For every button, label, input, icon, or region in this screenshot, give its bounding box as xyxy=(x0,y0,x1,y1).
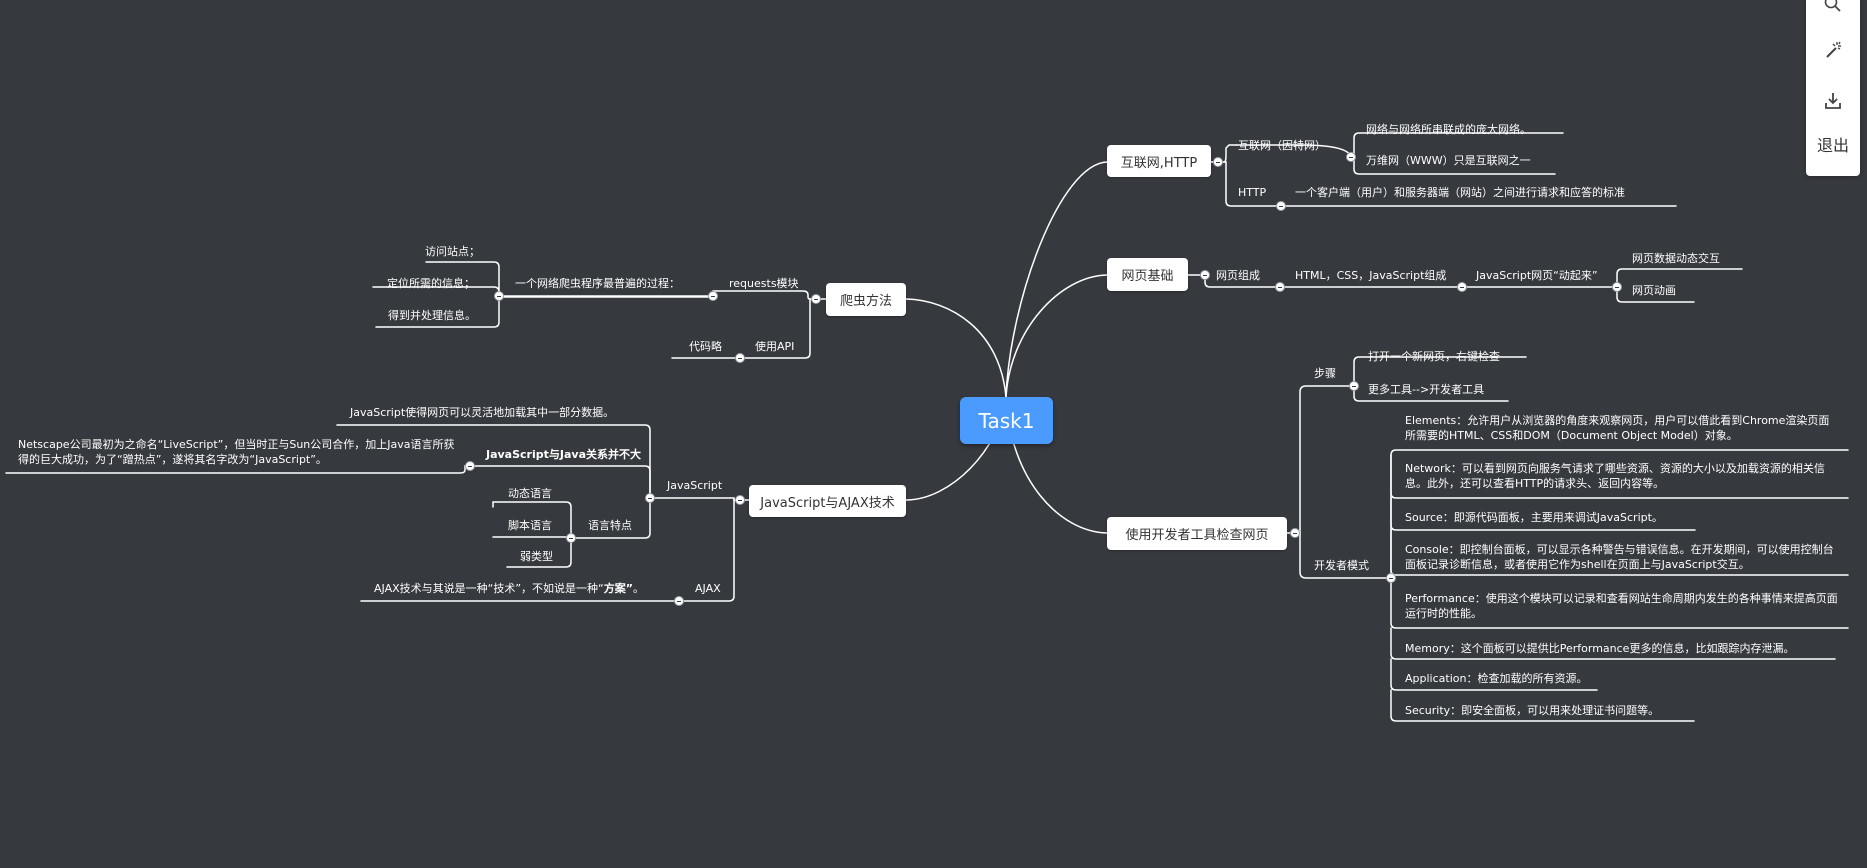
collapse-toggle[interactable] xyxy=(708,291,718,301)
node-locate-info[interactable]: 定位所需的信息； xyxy=(387,277,475,290)
zoom-icon[interactable] xyxy=(1823,0,1843,20)
node-step-2[interactable]: 更多工具-->开发者工具 xyxy=(1368,383,1485,396)
collapse-toggle[interactable] xyxy=(811,294,821,304)
node-ajax-note[interactable]: AJAX技术与其说是一种“技术”，不如说是一种“方案”。 xyxy=(374,581,644,596)
right-toolbar: 退出 xyxy=(1806,0,1860,176)
node-memory[interactable]: Memory：这个面板可以提供比Performance更多的信息，比如跟踪内存泄… xyxy=(1405,642,1795,655)
node-requests[interactable]: requests模块 xyxy=(729,277,799,290)
collapse-toggle[interactable] xyxy=(1276,201,1286,211)
node-steps[interactable]: 步骤 xyxy=(1314,367,1336,380)
branch-js-ajax[interactable]: JavaScript与AJAX技术 xyxy=(749,485,906,517)
node-crawler-process[interactable]: 一个网络爬虫程序最普遍的过程： xyxy=(515,277,680,290)
branch-web-basics[interactable]: 网页基础 xyxy=(1107,258,1188,291)
node-language-features[interactable]: 语言特点 xyxy=(588,519,632,532)
collapse-toggle[interactable] xyxy=(674,596,684,606)
collapse-toggle[interactable] xyxy=(1386,573,1396,583)
node-http[interactable]: HTTP xyxy=(1238,186,1267,199)
node-js-load[interactable]: JavaScript使得网页可以灵活地加载其中一部分数据。 xyxy=(350,406,615,419)
collapse-toggle[interactable] xyxy=(465,461,475,471)
node-security[interactable]: Security：即安全面板，可以用来处理证书问题等。 xyxy=(1405,704,1660,717)
node-html-css-js[interactable]: HTML，CSS，JavaScript组成 xyxy=(1295,269,1447,282)
branch-internet-http[interactable]: 互联网,HTTP xyxy=(1107,145,1211,177)
node-internet[interactable]: 互联网（因特网） xyxy=(1238,139,1326,152)
node-source[interactable]: Source：即源代码面板，主要用来调试JavaScript。 xyxy=(1405,511,1663,524)
exit-button[interactable]: 退出 xyxy=(1816,136,1849,155)
node-web-animation[interactable]: 网页动画 xyxy=(1632,284,1676,297)
collapse-toggle[interactable] xyxy=(1457,282,1467,292)
node-network[interactable]: Network：可以看到网页向服务气请求了哪些资源、资源的大小以及加载资源的相关… xyxy=(1405,462,1825,490)
node-elements[interactable]: Elements：允许用户从浏览器的角度来观察网页，用户可以借此看到Chrome… xyxy=(1405,414,1830,442)
collapse-toggle[interactable] xyxy=(494,291,504,301)
node-application[interactable]: Application：检查加载的所有资源。 xyxy=(1405,672,1588,685)
branch-crawler-methods[interactable]: 爬虫方法 xyxy=(826,283,906,316)
collapse-toggle[interactable] xyxy=(735,495,745,505)
magic-wand-icon[interactable] xyxy=(1823,40,1843,60)
node-js-dynamic[interactable]: JavaScript网页“动起来” xyxy=(1476,269,1598,282)
collapse-toggle[interactable] xyxy=(1349,381,1359,391)
root-node[interactable]: Task1 xyxy=(960,397,1053,444)
node-js-java-note[interactable]: Netscape公司最初为之命名“LiveScript”，但当时正与Sun公司合… xyxy=(18,438,455,466)
download-icon[interactable] xyxy=(1823,91,1843,111)
collapse-toggle[interactable] xyxy=(1290,528,1300,538)
ajax-note-post: 。 xyxy=(632,582,644,595)
collapse-toggle[interactable] xyxy=(1346,152,1356,162)
node-use-api[interactable]: 使用API xyxy=(755,340,795,353)
node-visit-site[interactable]: 访问站点； xyxy=(425,245,480,258)
node-data-interaction[interactable]: 网页数据动态交互 xyxy=(1632,252,1720,265)
ajax-note-bold: 方案” xyxy=(603,582,633,595)
collapse-toggle[interactable] xyxy=(566,533,576,543)
collapse-toggle[interactable] xyxy=(735,353,745,363)
node-weak-typing[interactable]: 弱类型 xyxy=(520,550,553,563)
node-console[interactable]: Console：即控制台面板，可以显示各种警告与错误信息。在开发期间，可以使用控… xyxy=(1405,543,1834,571)
branch-devtools[interactable]: 使用开发者工具检查网页 xyxy=(1107,517,1287,550)
node-script-language[interactable]: 脚本语言 xyxy=(508,519,552,532)
node-http-def[interactable]: 一个客户端（用户）和服务器端（网站）之间进行请求和应答的标准 xyxy=(1295,186,1625,199)
ajax-note-pre: AJAX技术与其说是一种“技术”，不如说是一种“ xyxy=(374,582,604,595)
collapse-toggle[interactable] xyxy=(1200,270,1210,280)
node-code-omitted[interactable]: 代码略 xyxy=(689,340,722,353)
node-process-info[interactable]: 得到并处理信息。 xyxy=(388,309,476,322)
collapse-toggle[interactable] xyxy=(1213,157,1223,167)
node-internet-def-1[interactable]: 网络与网络所串联成的庞大网络。 xyxy=(1366,123,1531,136)
collapse-toggle[interactable] xyxy=(645,493,655,503)
node-javascript[interactable]: JavaScript xyxy=(667,479,723,492)
node-performance[interactable]: Performance：使用这个模块可以记录和查看网站生命周期内发生的各种事情来… xyxy=(1405,592,1838,620)
collapse-toggle[interactable] xyxy=(1275,282,1285,292)
collapse-toggle[interactable] xyxy=(1612,282,1622,292)
node-dynamic-language[interactable]: 动态语言 xyxy=(508,487,552,500)
node-step-1[interactable]: 打开一个新网页，右键检查 xyxy=(1368,350,1500,363)
node-dev-mode[interactable]: 开发者模式 xyxy=(1314,559,1369,572)
node-ajax[interactable]: AJAX xyxy=(695,582,721,595)
node-js-java[interactable]: JavaScript与Java关系并不大 xyxy=(486,448,641,461)
node-internet-def-2[interactable]: 万维网（WWW）只是互联网之一 xyxy=(1366,154,1531,167)
node-web-composition[interactable]: 网页组成 xyxy=(1216,269,1260,282)
